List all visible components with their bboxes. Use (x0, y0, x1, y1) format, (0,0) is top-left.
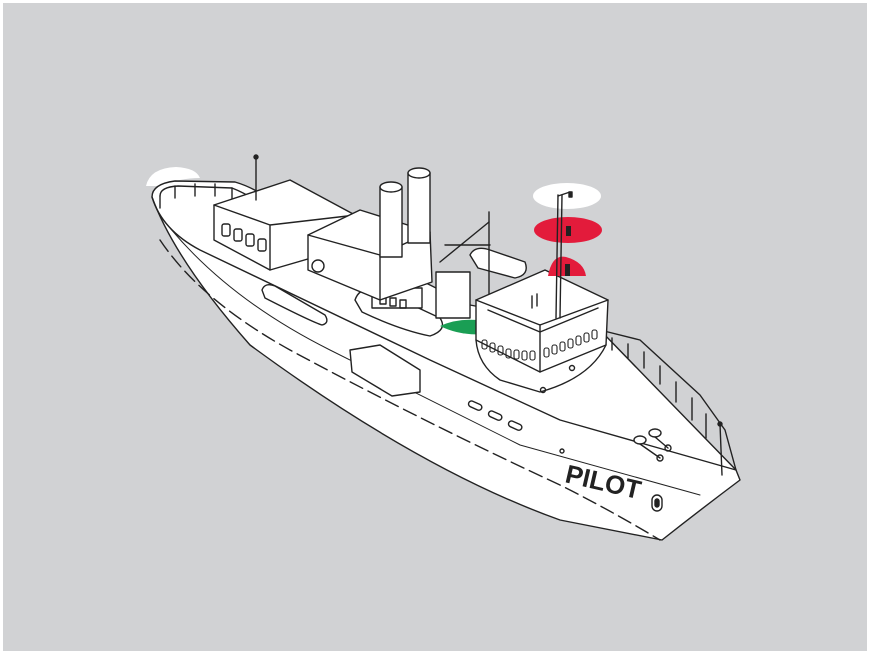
masthead-light-icon (533, 183, 601, 209)
